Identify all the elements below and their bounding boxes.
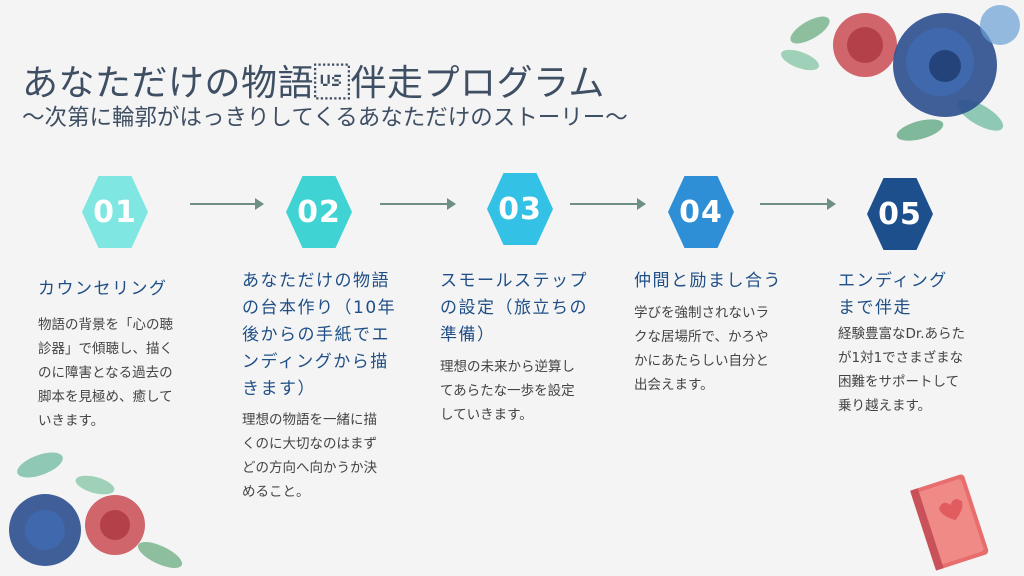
step-number: 04 (679, 194, 723, 230)
flower-decoration-top-right (781, 5, 1020, 141)
step-title: カウンセリング (38, 279, 168, 299)
step-number: 01 (93, 194, 137, 230)
arrow-right-icon (760, 198, 836, 210)
step-number-badge: 03 (487, 173, 553, 245)
book-decoration (910, 474, 989, 571)
step-title: スモールステップ の設定（旅立ちの 準備） (440, 271, 588, 345)
step-number: 05 (878, 196, 922, 232)
page-subtitle: 〜次第に輪郭がはっきりしてくるあなただけのストーリー〜 (22, 105, 628, 131)
page-title: あなただけの物語 伴走プログラム (22, 63, 605, 104)
step-number: 03 (498, 191, 542, 227)
flower-decoration-bottom-left (9, 452, 183, 569)
step-number-badge: 05 (867, 178, 933, 250)
arrow-right-icon (380, 198, 456, 210)
step-title: あなただけの物語 の台本作り（10年 後からの手紙でエ ンディングから描 きます… (242, 271, 397, 399)
step-number-badge: 02 (286, 176, 352, 248)
step-title: 仲間と励まし合う (634, 271, 782, 291)
step-number-badge: 01 (82, 176, 148, 248)
step-description: 学びを強制されないラ クな居場所で、かろや かにあたらしい自分と 出会えます。 (634, 305, 769, 393)
step-title: エンディング まで伴走 (838, 271, 948, 318)
step-description: 経験豊富なDr.あらた が1対1でさまざまな 困難をサポートして 乗り越えます。 (838, 326, 965, 414)
step-number-badge: 04 (668, 176, 734, 248)
step-number: 02 (297, 194, 341, 230)
step-description: 物語の背景を「心の聴 診器」で傾聴し、描く のに障害となる過去の 脚本を見極め、… (38, 317, 173, 429)
step-description: 理想の物語を一緒に描 くのに大切なのはまず どの方向へ向かうか決 めること。 (242, 412, 377, 500)
step-description: 理想の未来から逆算し てあらたな一歩を設定 していきます。 (440, 359, 575, 423)
arrow-right-icon (570, 198, 646, 210)
arrow-right-icon (190, 198, 264, 210)
